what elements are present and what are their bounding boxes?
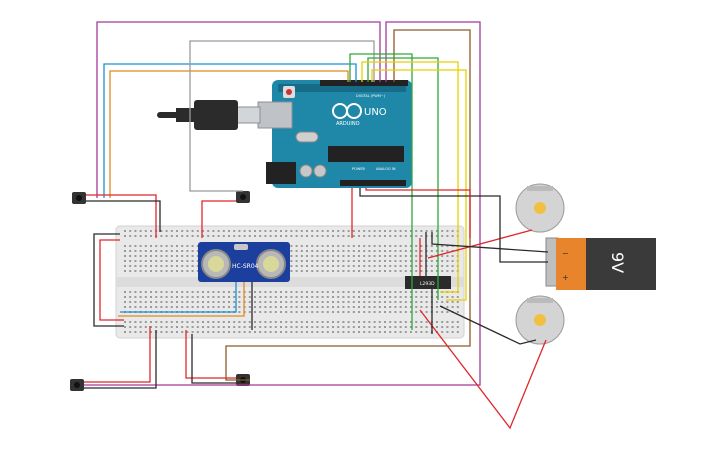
wire-purple-left-bottom: [84, 21, 481, 386]
arduino-logo: [332, 103, 362, 119]
power-header-label: POWER: [352, 167, 366, 171]
wire-red-btn-rt: [201, 200, 236, 238]
wire-brown: [225, 29, 471, 381]
dc-jack: [266, 162, 296, 184]
wire-black-motor-bottom: [439, 305, 537, 345]
usb-cable: [157, 100, 261, 130]
dc-motor-bottom[interactable]: [515, 295, 565, 345]
wire-red-btn-lb: [84, 326, 151, 383]
atmega-chip: [328, 146, 404, 162]
battery-minus: −: [562, 249, 569, 258]
battery-9v[interactable]: − + 9V: [545, 237, 656, 290]
wire-orange-sensor: [118, 282, 245, 317]
wire-black-motor-top: [499, 228, 548, 263]
wire-yellow-1: [361, 61, 459, 293]
wire-green-2: [349, 53, 413, 330]
wire-red-top-rail: [365, 188, 471, 238]
motor-driver-ic[interactable]: L293D: [405, 276, 451, 289]
wire-blue-sensor: [120, 282, 237, 313]
analog-header-label: ANALOG IN: [376, 167, 396, 171]
wires: [84, 21, 549, 430]
wire-purple-outer: [96, 21, 381, 198]
arduino-uno[interactable]: ARDUINO UNO DIGITAL (PWM~) POWER ANALOG …: [257, 80, 412, 188]
wire-red-motor-bottom: [419, 309, 547, 430]
wire-red-btn-rb: [185, 330, 236, 379]
battery-body: [586, 238, 656, 290]
battery-top: [556, 238, 588, 290]
wire-black-btn-lt: [86, 200, 161, 232]
arduino-brand: ARDUINO: [336, 121, 360, 127]
wire-orange: [109, 70, 349, 198]
wire-yellow-2: [371, 69, 467, 301]
wire-blue: [103, 63, 357, 198]
wire-gray: [189, 40, 375, 192]
wire-red-left-rail: [99, 239, 124, 321]
arduino-model: UNO: [364, 107, 387, 118]
ultrasonic-label: HC-SR04: [232, 263, 259, 270]
power-analog-header[interactable]: [340, 180, 406, 186]
wire-green-1: [367, 57, 439, 300]
wire-black-btn-rb: [191, 334, 236, 384]
driver-ic-label: L293D: [420, 281, 435, 287]
digital-pin-header[interactable]: [320, 80, 408, 86]
usb-port: [257, 101, 293, 129]
wire-black-gnd: [359, 188, 501, 228]
ultrasonic-sensor[interactable]: HC-SR04: [198, 242, 290, 282]
battery-label: 9V: [608, 252, 627, 273]
battery-plus: +: [562, 273, 569, 282]
wire-red-btn-lt: [86, 194, 157, 238]
wire-black-battery: [431, 232, 549, 253]
digital-header-label: DIGITAL (PWM~): [356, 94, 386, 98]
wire-red-motor-top: [427, 229, 533, 259]
dc-motor-top[interactable]: [515, 183, 565, 233]
pushbutton-left-bottom[interactable]: [70, 379, 84, 391]
pushbutton-left-top[interactable]: [72, 192, 86, 204]
pushbutton-right-top[interactable]: [236, 191, 250, 203]
wire-black-left-rail: [93, 233, 124, 327]
wire-black-btn-lb: [84, 330, 157, 389]
